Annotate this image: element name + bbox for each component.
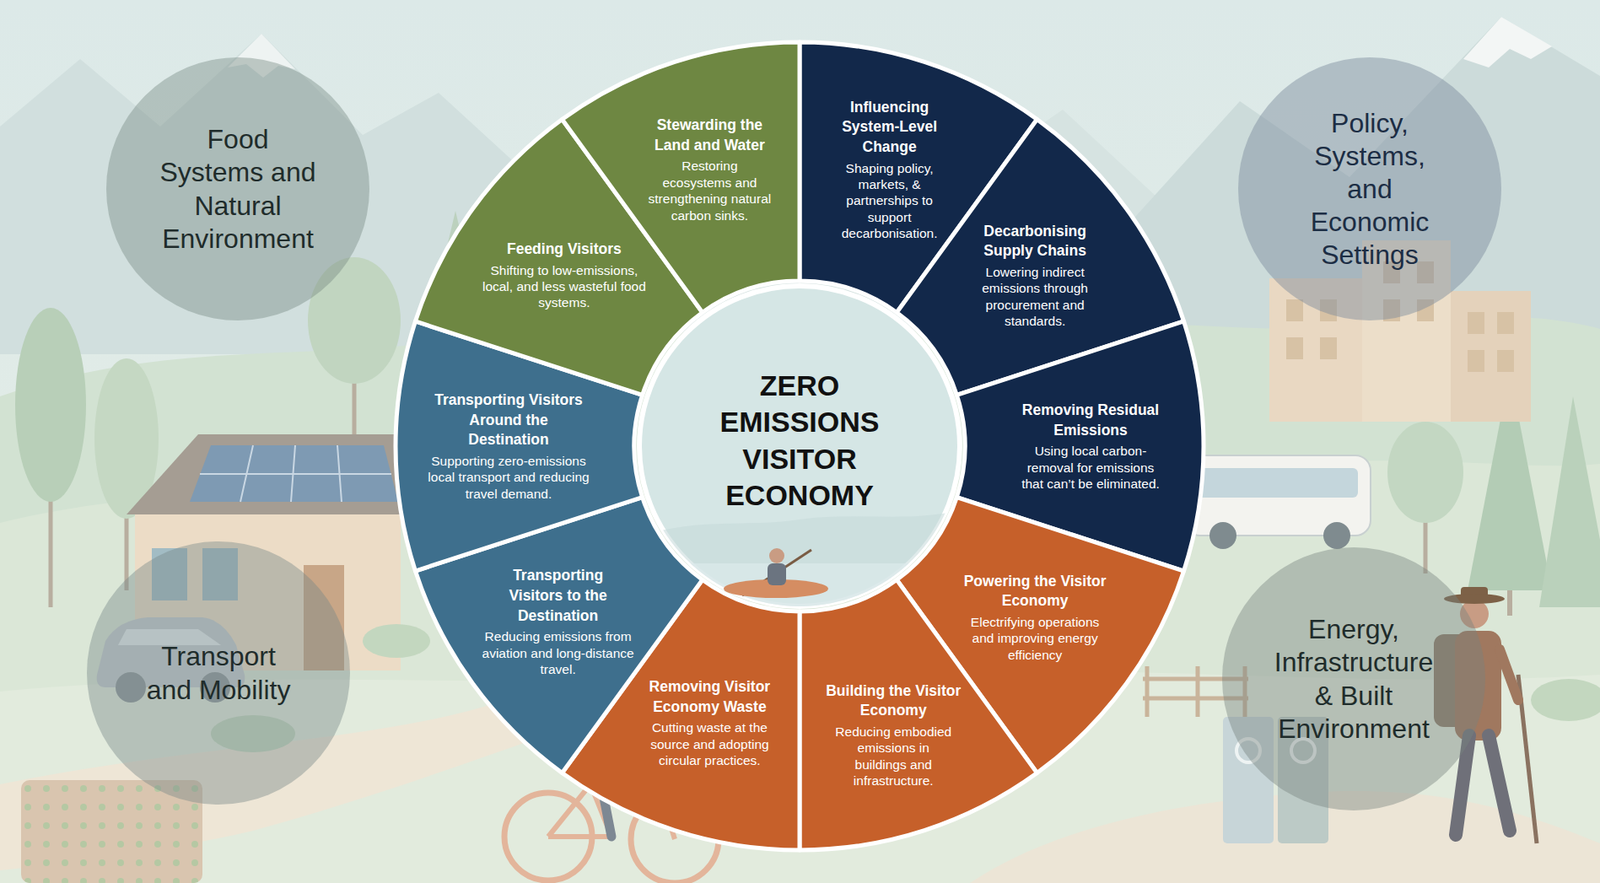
bus-wheel — [1209, 522, 1237, 550]
building-window — [1286, 337, 1304, 360]
hub-title: ZERO EMISSIONS VISITOR ECONOMY — [698, 367, 901, 515]
segment-text: Stewarding the Land and WaterRestoring e… — [646, 115, 773, 224]
circle-text: ZERO EMISSIONS VISITOR ECONOMY — [698, 367, 901, 515]
building-window — [1497, 350, 1514, 372]
snow-cap — [1463, 16, 1552, 68]
segment-body: Using local carbon-removal for emissions… — [1014, 442, 1167, 492]
segment-body: Shaping policy, markets, & partnerships … — [836, 160, 943, 243]
segment-body: Electrifying operations and improving en… — [963, 614, 1107, 663]
circle-text: Food Systems and Natural Environment — [156, 123, 321, 255]
building-window — [1497, 312, 1514, 335]
segment-heading: Influencing System-Level Change — [830, 97, 949, 158]
segment-text: Decarbonising Supply ChainsLowering indi… — [967, 221, 1103, 330]
category-circle: Food Systems and Natural Environment — [106, 57, 370, 321]
segment-heading: Stewarding the Land and Water — [650, 115, 769, 156]
kayak-paddle — [742, 549, 812, 596]
building-window — [1467, 350, 1485, 372]
segment-text: Building the Visitor EconomyReducing emb… — [821, 681, 965, 790]
segment-heading: Building the Visitor Economy — [821, 681, 965, 722]
segment-heading: Transporting Visitors Around the Destina… — [428, 390, 589, 451]
building-window — [1319, 337, 1337, 360]
kayaker-body — [767, 563, 787, 586]
segment-text: Transporting Visitors to the Destination… — [478, 565, 639, 678]
circle-text: Policy, Systems, and Economic Settings — [1292, 107, 1449, 272]
segment-body: Lowering indirect emissions through proc… — [978, 263, 1093, 330]
category-label: Food Systems and Natural Environment — [156, 123, 321, 255]
segment-text: Feeding VisitorsShifting to low-emission… — [481, 239, 647, 312]
hub-disc — [639, 285, 960, 607]
circle-text: Transport and Mobility — [140, 640, 297, 706]
segment-text: Influencing System-Level ChangeShaping p… — [830, 97, 949, 243]
circle-shape — [86, 541, 351, 805]
tree-crown — [15, 307, 87, 502]
building — [1450, 290, 1531, 422]
solar-panel — [189, 445, 399, 502]
solar-panel-grid — [199, 445, 392, 502]
hub-lake — [630, 563, 970, 623]
segment-body: Cutting waste at the source and adopting… — [646, 719, 773, 769]
segment-text: Powering the Visitor EconomyElectrifying… — [963, 571, 1107, 663]
kayak — [723, 579, 829, 598]
hub-hills — [630, 507, 970, 616]
building-window — [1467, 312, 1485, 335]
circle-shape — [1222, 547, 1486, 811]
category-circle: Policy, Systems, and Economic Settings — [1238, 57, 1502, 321]
segment-heading: Removing Residual Emissions — [1012, 400, 1170, 441]
bus-wheel — [1323, 522, 1351, 550]
segment-wedge — [799, 580, 1038, 851]
segment-wedge — [561, 42, 800, 313]
segment-text: Removing Visitor Economy WasteCutting wa… — [637, 677, 782, 769]
segment-body: Supporting zero-emissions local transpor… — [426, 452, 592, 502]
category-disc — [1222, 547, 1486, 811]
segment-body: Reducing emissions from aviation and lon… — [478, 628, 639, 678]
hub-circle: ZERO EMISSIONS VISITOR ECONOMY — [636, 283, 963, 609]
category-circle: Transport and Mobility — [86, 541, 351, 805]
segment-text: Transporting Visitors Around the Destina… — [426, 390, 592, 502]
building-window — [1286, 299, 1304, 322]
segment-heading: Feeding Visitors — [490, 239, 638, 260]
hiker-arm — [1499, 649, 1519, 701]
segment-heading: Decarbonising Supply Chains — [967, 221, 1103, 262]
segment-body: Shifting to low-emissions, local, and le… — [481, 262, 647, 312]
house-roof — [126, 434, 414, 515]
category-label: Transport and Mobility — [140, 640, 297, 706]
segment-body: Reducing embodied emissions in buildings… — [829, 723, 957, 790]
circle-shape — [106, 57, 370, 321]
tree-crown — [1387, 421, 1464, 523]
category-disc — [106, 57, 370, 321]
kayaker-head — [769, 548, 785, 564]
circle-text: Energy, Infrastructure & Built Environme… — [1263, 613, 1445, 745]
category-disc — [1238, 57, 1502, 321]
hub-scene — [630, 507, 970, 623]
conifer-tree — [1539, 396, 1600, 608]
category-disc — [86, 541, 351, 805]
bush — [362, 624, 431, 658]
segment-body: Restoring ecosystems and strengthening n… — [646, 157, 773, 224]
category-circle: Energy, Infrastructure & Built Environme… — [1222, 547, 1486, 811]
segment-heading: Removing Visitor Economy Waste — [637, 677, 782, 717]
category-label: Energy, Infrastructure & Built Environme… — [1263, 613, 1445, 745]
segment-heading: Transporting Visitors to the Destination — [495, 565, 622, 626]
category-label: Policy, Systems, and Economic Settings — [1292, 107, 1449, 272]
segment-heading: Powering the Visitor Economy — [963, 571, 1107, 612]
bush — [1530, 678, 1600, 722]
bus-windows — [1197, 468, 1358, 498]
segment-text: Removing Residual EmissionsUsing local c… — [1012, 400, 1170, 492]
